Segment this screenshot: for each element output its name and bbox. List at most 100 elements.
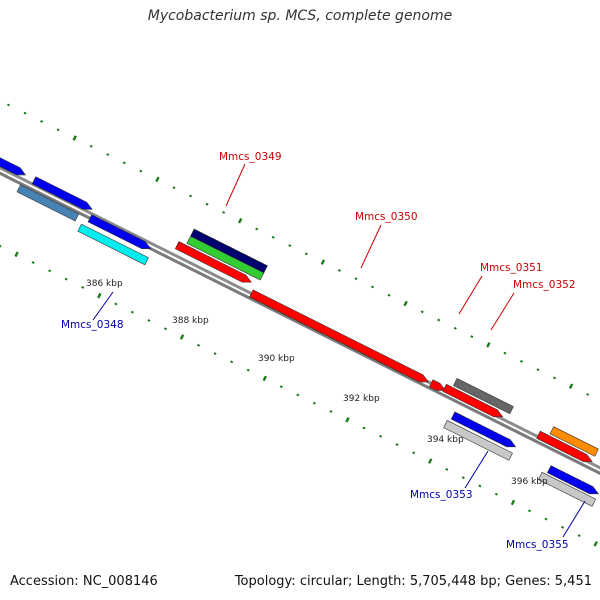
ruler-tick: [461, 476, 465, 480]
ruler-tick: [412, 451, 416, 455]
ruler-tick: [279, 385, 283, 389]
genome-stats: Topology: circular; Length: 5,705,448 bp…: [234, 574, 592, 589]
gene-label[interactable]: Mmcs_0352: [513, 279, 576, 291]
ruler-tick: [387, 293, 391, 297]
ruler-tick: [337, 268, 341, 272]
tick-label: 392 kbp: [343, 394, 380, 404]
genes-value: 5,451: [554, 574, 592, 589]
ruler-tick: [40, 120, 44, 123]
ruler-tick: [188, 194, 193, 198]
ruler-tick: [213, 352, 217, 356]
gene-label[interactable]: Mmcs_0353: [410, 489, 473, 501]
length-label: Length:: [356, 574, 406, 589]
ruler-tick: [371, 285, 375, 289]
ruler-tick: [246, 368, 250, 372]
gene-feature: [428, 379, 447, 391]
accession-label: Accession:: [10, 574, 79, 589]
ruler-tick: [163, 327, 167, 331]
ruler-tick: [486, 342, 491, 348]
ruler-tick: [139, 169, 143, 173]
ruler-tick: [304, 252, 308, 256]
ruler-tick: [420, 310, 424, 314]
ruler-tick: [354, 277, 358, 281]
gene-feature: [0, 157, 27, 176]
ruler-tick: [48, 269, 52, 273]
ruler-tick: [155, 176, 160, 183]
ruler-tick: [577, 534, 581, 538]
ruler-tick: [230, 360, 234, 364]
ruler-tick: [510, 499, 516, 506]
label-leaders: [92, 163, 586, 538]
map-title: Mycobacterium sp. MCS, complete genome: [147, 8, 453, 24]
ruler-tick: [519, 359, 523, 363]
ruler-tick: [237, 217, 243, 224]
ruler-tick: [445, 467, 449, 471]
ruler-tick: [470, 335, 474, 339]
ruler-tick: [478, 484, 482, 488]
gene-label[interactable]: Mmcs_0355: [506, 539, 569, 551]
ruler-tick: [395, 443, 399, 447]
gene-label[interactable]: Mmcs_0349: [219, 151, 282, 163]
ruler-tick: [97, 292, 102, 299]
ruler-tick: [255, 227, 259, 231]
gene-label[interactable]: Mmcs_0348: [61, 319, 124, 331]
ruler-tick: [179, 334, 185, 340]
ruler-tick: [222, 211, 226, 214]
tick-label: 396 kbp: [511, 477, 548, 487]
ruler-tick: [205, 202, 209, 206]
ruler-tick: [6, 103, 11, 107]
gene-track: [0, 157, 599, 507]
ruler-tick: [262, 375, 267, 382]
ruler-tick: [362, 426, 366, 430]
ruler-tick: [172, 186, 176, 190]
accession-value: NC_008146: [82, 574, 158, 589]
gene-feature: [453, 377, 514, 415]
gene-labels: Mmcs_0348 Mmcs_0349Mmcs_0350Mmcs_0351Mmcs…: [61, 151, 576, 551]
gene-feature: [174, 241, 252, 283]
ruler-dots: [0, 103, 598, 547]
ruler-tick: [403, 300, 408, 307]
ruler-tick: [536, 368, 540, 372]
ruler-tick: [544, 517, 548, 521]
ruler-tick: [114, 302, 118, 306]
label-leader-line: [464, 450, 489, 489]
ruler-tick: [197, 343, 201, 347]
ruler-tick: [494, 492, 498, 496]
tick-label: 394 kbp: [427, 435, 464, 445]
label-leader-line: [458, 275, 483, 315]
ruler-tick: [72, 135, 77, 141]
ruler-tick: [31, 261, 35, 265]
backbone-line: [0, 171, 600, 476]
gene-feature: [77, 223, 149, 266]
ruler-tick: [345, 416, 350, 423]
ruler-tick: [503, 351, 507, 355]
gene-feature: [450, 411, 517, 448]
length-value: 5,705,448 bp: [409, 574, 497, 589]
label-leader-line: [562, 500, 586, 538]
gene-label[interactable]: Mmcs_0351: [480, 262, 543, 274]
ruler-tick: [122, 161, 126, 165]
gene-feature: [16, 184, 80, 222]
ruler-tick: [81, 285, 85, 289]
gene-feature: [443, 420, 513, 461]
accession-info: Accession: NC_008146: [10, 574, 158, 589]
label-leader-line: [92, 291, 114, 321]
gene-feature: [546, 465, 599, 495]
ruler-tick: [593, 541, 598, 547]
label-leader-line: [225, 163, 246, 207]
gene-feature: [549, 426, 599, 457]
ruler-tick: [527, 509, 532, 513]
ruler-tick: [271, 235, 275, 239]
ruler-tick: [553, 376, 557, 380]
ruler-tick: [586, 393, 590, 396]
ruler-tick: [453, 326, 457, 330]
ruler-tick: [56, 128, 60, 132]
ruler-tick: [320, 259, 326, 265]
gene-feature: [536, 430, 593, 462]
gene-feature: [31, 176, 93, 210]
label-leader-line: [490, 292, 515, 331]
gene-label[interactable]: Mmcs_0350: [355, 211, 418, 223]
ruler-tick: [568, 383, 574, 390]
label-leader-line: [360, 224, 382, 269]
